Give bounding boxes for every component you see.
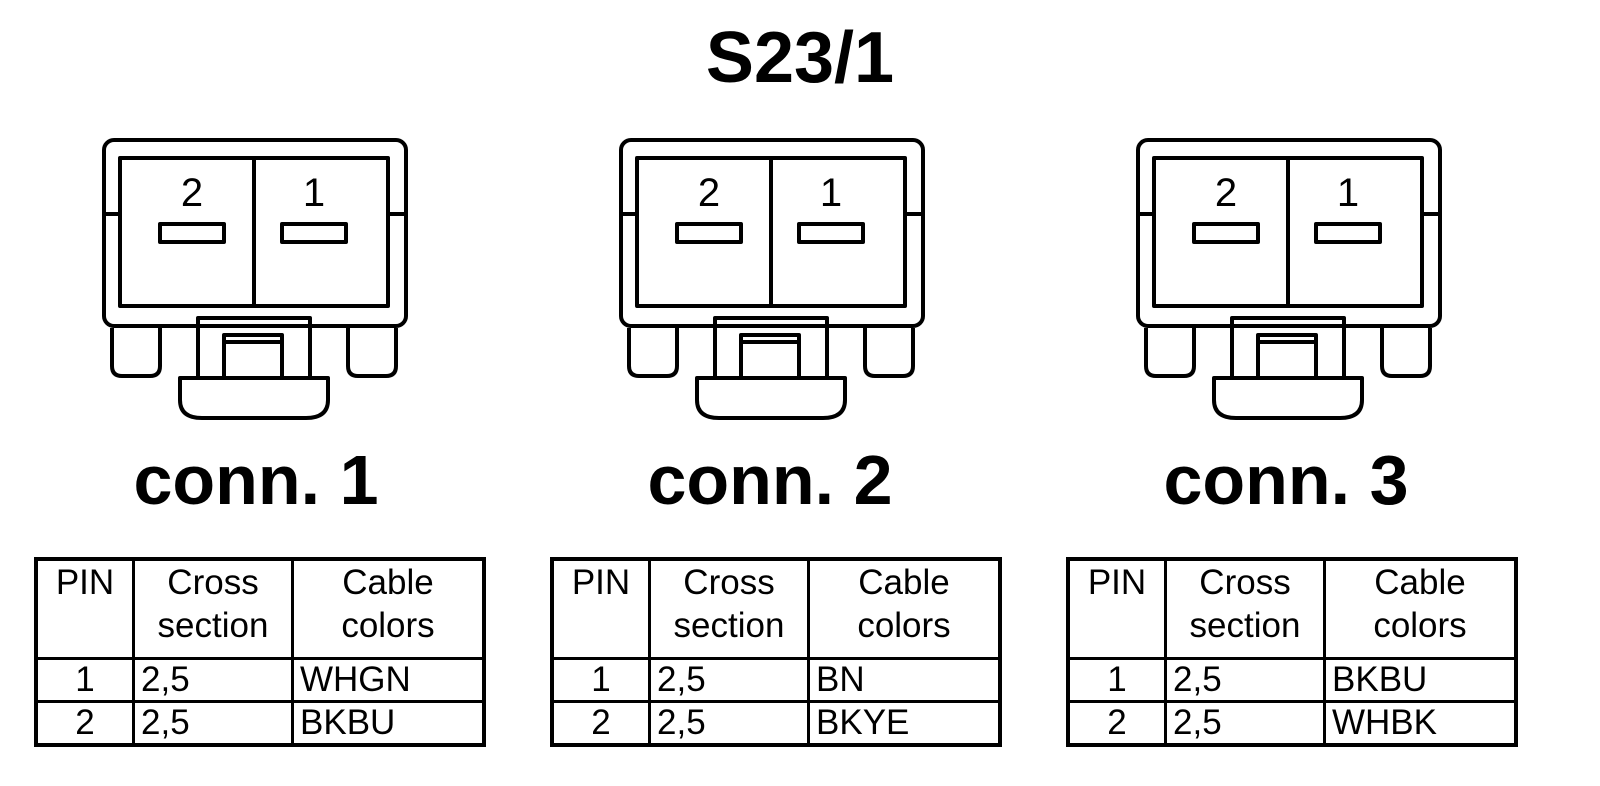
table-row: 1 2,5 BN (550, 657, 1002, 703)
connector-2-housing (619, 138, 925, 328)
pin-header: PIN (550, 557, 651, 660)
table-row: 2 2,5 WHBK (1066, 700, 1518, 747)
connector-1-drawing: 2 1 (100, 130, 440, 430)
connector-2-label: conn. 2 (647, 441, 893, 519)
connector-2-pin-table: PIN Cross section Cable colors 1 2,5 BN … (550, 557, 1002, 747)
cross-section-header-line-2: section (157, 606, 269, 645)
connector-1-svg: 2 1 (102, 138, 408, 420)
connector-3-housing (1136, 138, 1442, 328)
cable-color-cell: BKYE (807, 700, 1002, 747)
connector-2-svg: 2 1 (619, 138, 925, 420)
cable-colors-header-line-1: Cable (1374, 563, 1466, 602)
connector-3-drawing: 2 1 (1134, 130, 1474, 430)
connector-3-terminal-2 (1192, 222, 1260, 244)
cable-colors-header-line-2: colors (341, 606, 435, 645)
connector-1-lock-tab (178, 376, 330, 420)
cable-colors-header-line-1: Cable (858, 563, 950, 602)
pin-cell: 2 (1066, 700, 1167, 747)
cross-section-header: Cross section (1164, 557, 1326, 660)
cross-section-header: Cross section (132, 557, 294, 660)
cable-colors-header-line-2: colors (857, 606, 951, 645)
table-row: 1 2,5 WHGN (34, 657, 486, 703)
cable-color-cell: BKBU (1323, 657, 1518, 703)
cable-color-cell: WHBK (1323, 700, 1518, 747)
cross-section-cell: 2,5 (648, 657, 810, 703)
cross-section-cell: 2,5 (132, 657, 294, 703)
table-row: 2 2,5 BKYE (550, 700, 1002, 747)
cross-section-header-line-1: Cross (1199, 563, 1291, 602)
connector-1-label: conn. 1 (133, 441, 379, 519)
connector-3-label: conn. 3 (1163, 441, 1409, 519)
pin-cell: 2 (550, 700, 651, 747)
connector-1-terminal-1 (280, 222, 348, 244)
cable-colors-header: Cable colors (1323, 557, 1518, 660)
connector-3-pin-1-number: 1 (1337, 171, 1359, 215)
connector-2-lock-tab (695, 376, 847, 420)
table-row: 1 2,5 BKBU (1066, 657, 1518, 703)
cross-section-header-line-2: section (1189, 606, 1301, 645)
cable-color-cell: BN (807, 657, 1002, 703)
cable-color-cell: WHGN (291, 657, 486, 703)
cross-section-cell: 2,5 (132, 700, 294, 747)
connector-2-drawing: 2 1 (617, 130, 957, 430)
table-header-row: PIN Cross section Cable colors (1066, 557, 1518, 660)
connector-1-pin-1-number: 1 (303, 171, 325, 215)
cable-colors-header-line-2: colors (1373, 606, 1467, 645)
cable-colors-header: Cable colors (291, 557, 486, 660)
connector-3-lock-tab (1212, 376, 1364, 420)
table-row: 2 2,5 BKBU (34, 700, 486, 747)
cross-section-header-line-1: Cross (683, 563, 775, 602)
connector-2-pin-2-number: 2 (698, 171, 720, 215)
connector-3-terminal-1 (1314, 222, 1382, 244)
cross-section-header-line-2: section (673, 606, 785, 645)
cable-color-cell: BKBU (291, 700, 486, 747)
connector-1-housing (102, 138, 408, 328)
connector-3-pin-table: PIN Cross section Cable colors 1 2,5 BKB… (1066, 557, 1518, 747)
table-header-row: PIN Cross section Cable colors (550, 557, 1002, 660)
connector-1-pin-2-number: 2 (181, 171, 203, 215)
connector-3-pin-2-number: 2 (1215, 171, 1237, 215)
cable-colors-header-line-1: Cable (342, 563, 434, 602)
cross-section-cell: 2,5 (1164, 700, 1326, 747)
pin-header: PIN (1066, 557, 1167, 660)
cross-section-cell: 2,5 (648, 700, 810, 747)
pin-header: PIN (34, 557, 135, 660)
pin-cell: 1 (34, 657, 135, 703)
table-header-row: PIN Cross section Cable colors (34, 557, 486, 660)
connector-2-pin-1-number: 1 (820, 171, 842, 215)
cable-colors-header: Cable colors (807, 557, 1002, 660)
cross-section-header: Cross section (648, 557, 810, 660)
connector-3-svg: 2 1 (1136, 138, 1442, 420)
connector-1-terminal-2 (158, 222, 226, 244)
cross-section-cell: 2,5 (1164, 657, 1326, 703)
pin-cell: 2 (34, 700, 135, 747)
connector-1-pin-table: PIN Cross section Cable colors 1 2,5 WHG… (34, 557, 486, 747)
connector-2-terminal-2 (675, 222, 743, 244)
diagram-title: S23/1 (705, 18, 895, 98)
pin-cell: 1 (1066, 657, 1167, 703)
cross-section-header-line-1: Cross (167, 563, 259, 602)
pin-cell: 1 (550, 657, 651, 703)
connector-2-terminal-1 (797, 222, 865, 244)
